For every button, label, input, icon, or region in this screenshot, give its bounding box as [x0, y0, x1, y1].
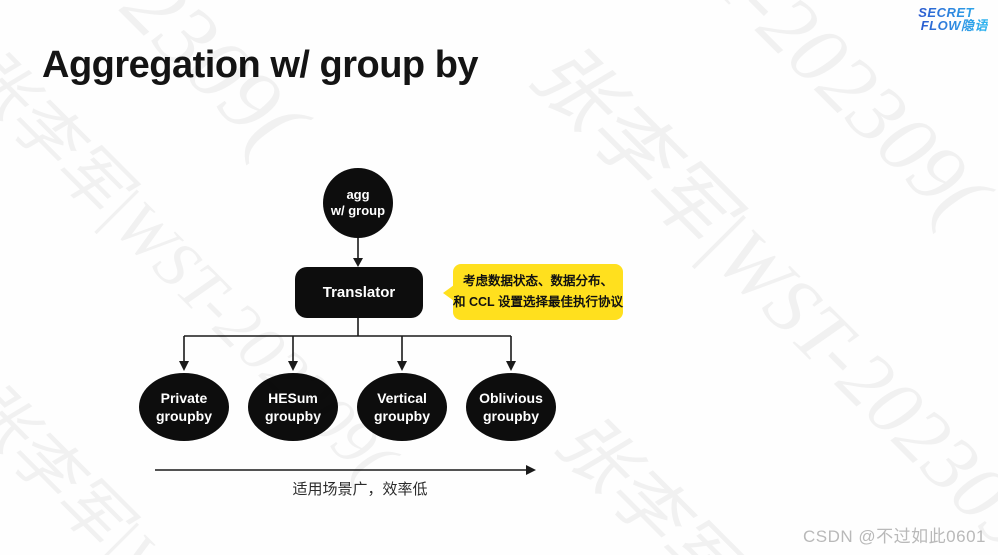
arrowhead-branch-3: [397, 361, 407, 371]
translator-node: Translator: [295, 267, 423, 318]
secretflow-logo: SECRET FLOW隐语: [918, 6, 988, 32]
callout-text-line1: 考虑数据状态、数据分布、: [462, 274, 613, 288]
translator-label: Translator: [322, 284, 396, 301]
logo-line-flow: FLOW隐语: [918, 19, 988, 32]
page-title: Aggregation w/ group by: [42, 44, 479, 86]
arrowhead-branch-1: [179, 361, 189, 371]
callout-text-line2: 和 CCL 设置选择最佳执行协议: [453, 295, 623, 309]
callout-note: 考虑数据状态、数据分布、 和 CCL 设置选择最佳执行协议: [443, 264, 623, 320]
leaf-node-hesum: HESum groupby: [248, 373, 338, 441]
arrowhead-branch-4: [506, 361, 516, 371]
leaf-label-line2: groupby: [483, 408, 539, 424]
leaf-label-line1: Vertical: [377, 390, 427, 406]
leaf-node-vertical: Vertical groupby: [357, 373, 447, 441]
leaf-label-line1: Oblivious: [479, 390, 543, 406]
callout-tail: [443, 285, 454, 301]
csdn-credit: CSDN @不过如此0601: [803, 527, 986, 546]
root-node-label-line2: w/ group: [330, 203, 386, 218]
spectrum-caption: 适用场景广，效率低: [292, 481, 428, 498]
leaf-node-private: Private groupby: [139, 373, 229, 441]
arrowhead-spectrum: [526, 465, 536, 475]
leaf-node-oblivious: Oblivious groupby: [466, 373, 556, 441]
leaf-label-line1: HESum: [268, 390, 318, 406]
root-node: agg w/ group: [323, 168, 393, 238]
leaf-label-line2: groupby: [374, 408, 430, 424]
leaf-label-line1: Private: [160, 390, 208, 406]
watermark-diagonal: 张李军|WST-202309(: [0, 0, 340, 177]
arrowhead-root-to-translator: [353, 258, 363, 267]
arrowhead-branch-2: [288, 361, 298, 371]
leaf-label-line2: groupby: [265, 408, 321, 424]
root-node-label-line1: agg: [346, 187, 370, 202]
watermark-diagonal: 张李军|WST-202309(: [414, 0, 998, 246]
logo-line-secret: SECRET: [918, 6, 988, 19]
leaf-label-line2: groupby: [156, 408, 212, 424]
